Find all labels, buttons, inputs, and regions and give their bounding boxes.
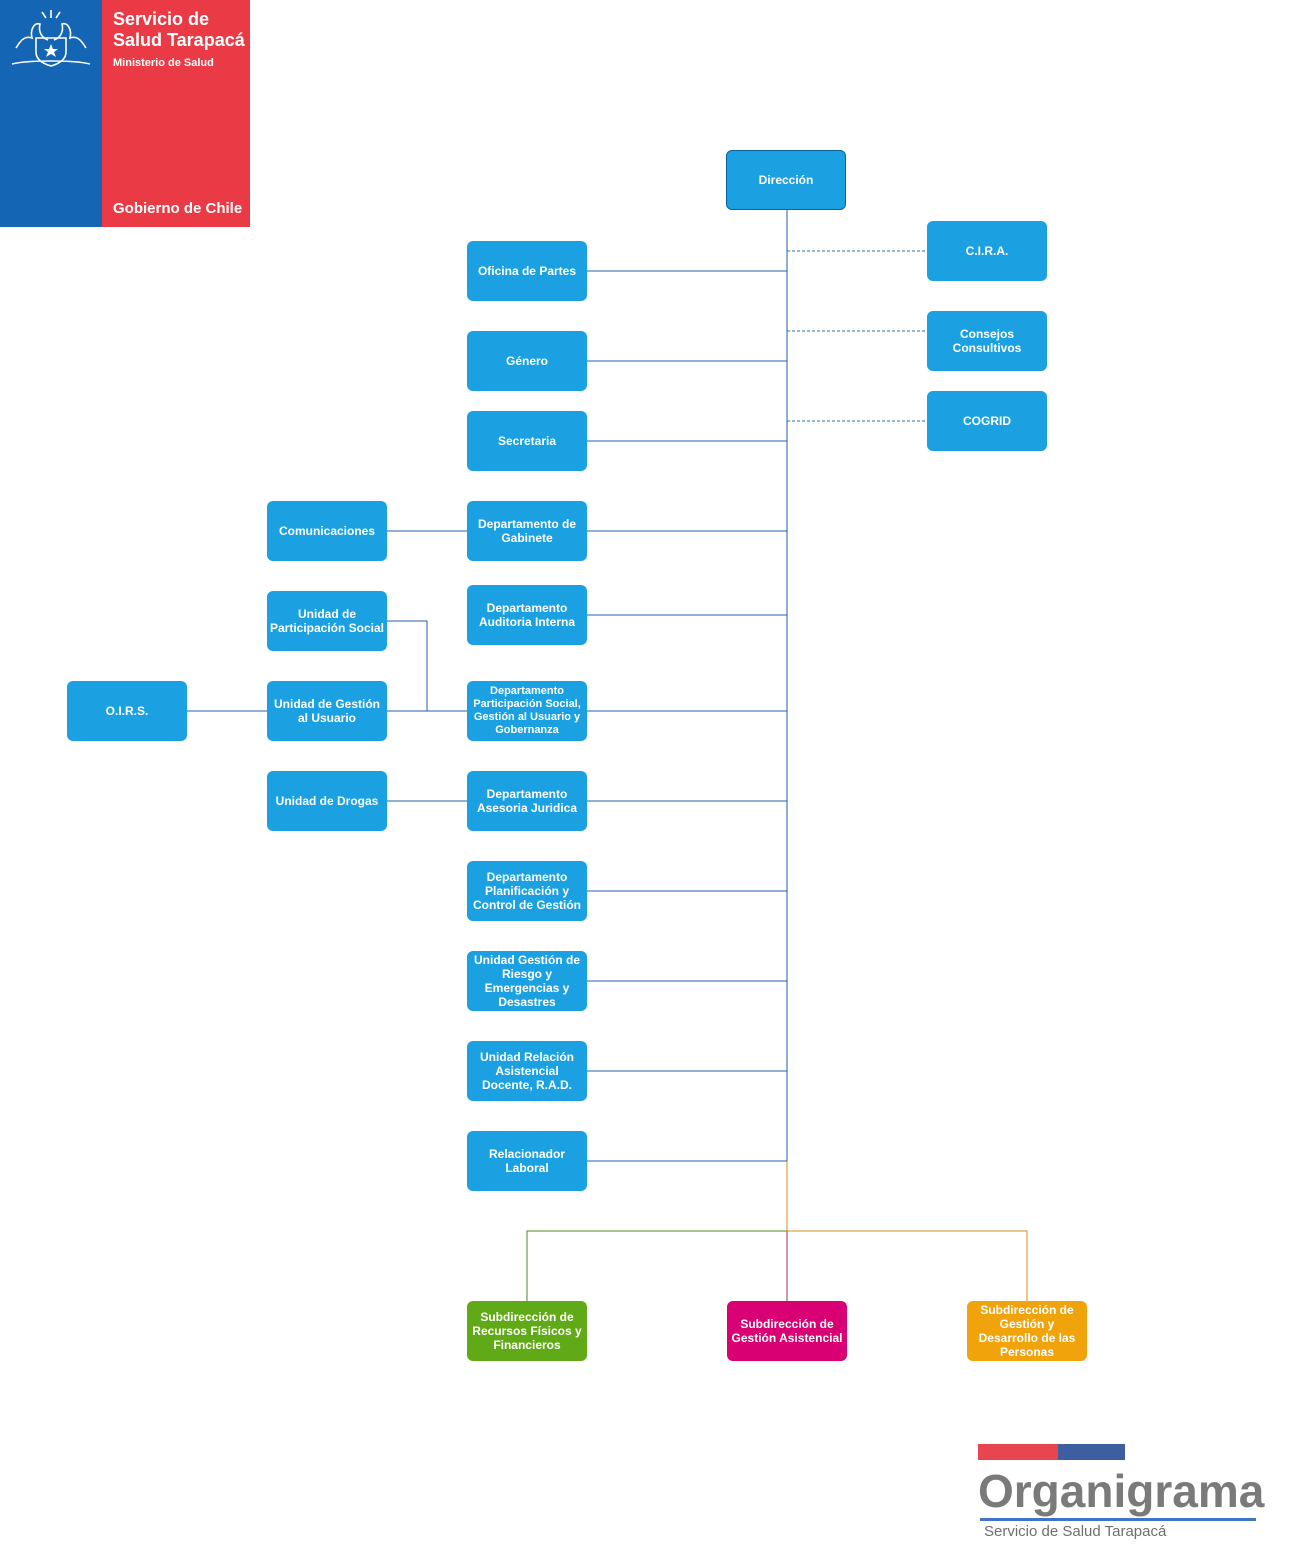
brand-blue-bar [1058,1444,1125,1460]
ministry-label: Ministerio de Salud [113,57,214,69]
node-sub-recursos: Subdirección de Recursos Físicos y Finan… [467,1301,587,1361]
brand-subtitle: Servicio de Salud Tarapacá [984,1523,1167,1540]
logo-red-band [102,0,250,227]
node-depto-participacion: Departamento Participación Social, Gesti… [467,681,587,741]
node-secretaria: Secretaria [467,411,587,471]
node-cogrid: COGRID [927,391,1047,451]
node-unidad-participacion: Unidad de Participación Social [267,591,387,651]
node-consejos-consultivos: Consejos Consultivos [927,311,1047,371]
node-auditoria: Departamento Auditoria Interna [467,585,587,645]
brand-red-bar [978,1444,1058,1460]
coat-of-arms-icon [11,10,91,67]
node-unidad-gestion-usuario: Unidad de Gestión al Usuario [267,681,387,741]
node-juridica: Departamento Asesoria Juridica [467,771,587,831]
node-oirs: O.I.R.S. [67,681,187,741]
organigrama-brand: Organigrama Servicio de Salud Tarapacá [978,1444,1264,1544]
node-genero: Género [467,331,587,391]
link-unidad-participacion [386,620,428,711]
institution-logo: Servicio de Salud Tarapacá Ministerio de… [0,0,250,227]
link-sub-recursos [526,1230,787,1301]
node-planificacion: Departamento Planificación y Control de … [467,861,587,921]
brand-rule [980,1518,1256,1521]
organization-name-line1: Servicio de [113,9,210,29]
organization-name-line2: Salud Tarapacá [113,30,245,50]
node-comunicaciones: Comunicaciones [267,501,387,561]
node-relacionador: Relacionador Laboral [467,1131,587,1191]
node-direccion: Dirección [726,150,846,210]
node-sub-asistencial: Subdirección de Gestión Asistencial [727,1301,847,1361]
link-sub-personas [787,1230,1028,1301]
node-rad: Unidad Relación Asistencial Docente, R.A… [467,1041,587,1101]
organization-name: Servicio de Salud Tarapacá [113,9,248,51]
node-cira: C.I.R.A. [927,221,1047,281]
government-label: Gobierno de Chile [113,200,243,217]
node-riesgo: Unidad Gestión de Riesgo y Emergencias y… [467,951,587,1011]
node-unidad-drogas: Unidad de Drogas [267,771,387,831]
node-oficina-partes: Oficina de Partes [467,241,587,301]
node-gabinete: Departamento de Gabinete [467,501,587,561]
node-sub-personas: Subdirección de Gestión y Desarrollo de … [967,1301,1087,1361]
brand-title: Organigrama [978,1465,1265,1517]
